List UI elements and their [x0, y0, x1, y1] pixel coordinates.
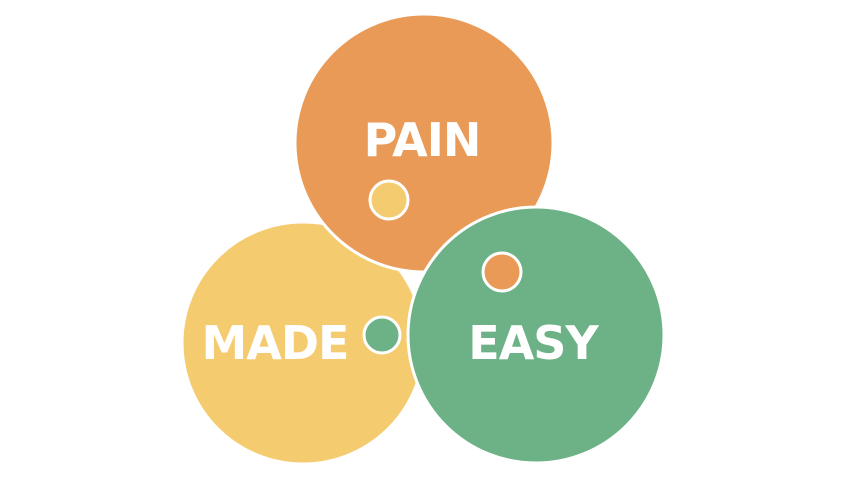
- label-made: MADE: [202, 316, 349, 370]
- label-easy: EASY: [468, 316, 599, 370]
- label-pain: PAIN: [364, 113, 481, 167]
- yellow-knob: [368, 179, 410, 221]
- orange-knob: [481, 251, 523, 293]
- green-knob: [362, 315, 402, 355]
- green-piece: [406, 205, 666, 465]
